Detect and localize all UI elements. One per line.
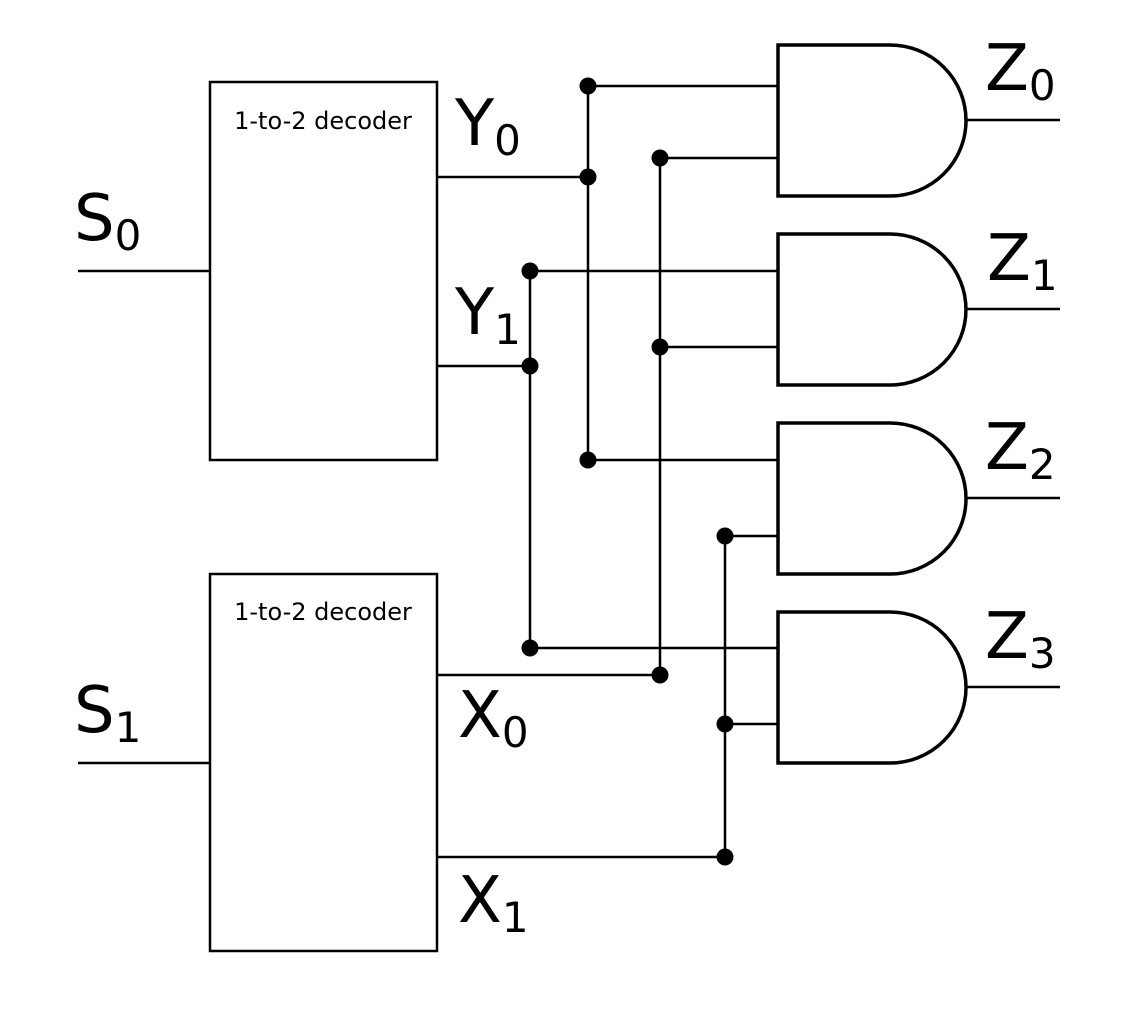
decoder-top xyxy=(208,80,439,462)
junction-dot xyxy=(521,262,539,280)
decoder-bottom xyxy=(208,572,439,953)
junction-dot xyxy=(521,639,539,657)
label-z3: Z3 xyxy=(985,600,1056,678)
junction-dot xyxy=(521,357,539,375)
label-z0: Z0 xyxy=(985,32,1056,110)
junction-dot xyxy=(651,149,669,167)
and-gate-z2 xyxy=(776,421,968,576)
decoder-top-label: 1-to-2 decoder xyxy=(234,107,412,135)
label-x1: X1 xyxy=(458,864,529,942)
label-z1: Z1 xyxy=(987,222,1058,300)
junction-dot xyxy=(716,715,734,733)
label-y0: Y0 xyxy=(454,87,521,165)
label-x0: X0 xyxy=(458,679,529,757)
and-gate-z3 xyxy=(776,610,968,765)
junction-dot xyxy=(579,168,597,186)
label-s0: S0 xyxy=(74,182,141,260)
junction-dot xyxy=(716,848,734,866)
decoder-bottom-label: 1-to-2 decoder xyxy=(234,598,412,626)
label-s1: S1 xyxy=(74,674,141,752)
junction-dot xyxy=(716,527,734,545)
junction-dot xyxy=(651,338,669,356)
and-gate-z0 xyxy=(776,43,968,198)
label-y1: Y1 xyxy=(454,276,521,354)
junction-dot xyxy=(651,666,669,684)
label-z2: Z2 xyxy=(985,411,1056,489)
junction-dot xyxy=(579,77,597,95)
and-gate-z1 xyxy=(776,232,968,387)
junction-dot xyxy=(579,451,597,469)
